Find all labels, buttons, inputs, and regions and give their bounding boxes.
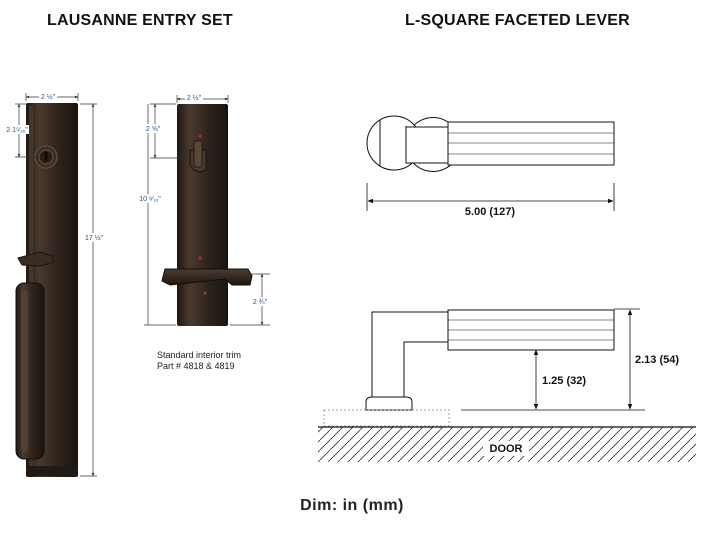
entry-set-dimensions — [15, 93, 97, 477]
interior-trim — [161, 104, 253, 326]
lever-side-view — [365, 309, 615, 411]
lever-length-dimension — [366, 183, 615, 211]
interior-lever — [161, 268, 253, 286]
lever-top-view — [366, 115, 615, 172]
entry-width-dim: 2 ½" — [41, 93, 56, 101]
lever-height-dimensions — [461, 308, 645, 411]
overall-height-value: 2.13 (54) — [635, 354, 679, 366]
trim-top-to-turn-dim: 2 ⅝" — [146, 126, 161, 133]
lever-title: L-SQUARE FACETED LEVER — [405, 12, 630, 29]
door-section — [318, 426, 696, 462]
rose-base-outline — [323, 409, 450, 427]
caption-line-2: Part # 4818 & 4819 — [157, 361, 235, 371]
interior-escutcheon-plate — [177, 104, 228, 326]
trim-lever-drop-dim: 2 ¾" — [253, 299, 268, 306]
trim-width-dim: 2 ½" — [187, 94, 202, 102]
deadbolt-cylinder — [34, 145, 58, 169]
lever-length-value: 5.00 (127) — [465, 206, 515, 218]
door-label: DOOR — [490, 443, 523, 455]
lever-rose — [365, 396, 413, 411]
grip-handle — [15, 282, 45, 460]
interior-trim-caption: Standard interior trim Part # 4818 & 481… — [157, 350, 241, 372]
entry-set-title: LAUSANNE ENTRY SET — [47, 12, 233, 29]
entry-top-to-lock-dim: 2 1⁵⁄₁₆" — [6, 127, 28, 134]
caption-line-1: Standard interior trim — [157, 350, 242, 360]
trim-height-dim: 10 ⁹⁄₁₆" — [139, 196, 161, 203]
lever-height-value: 1.25 (32) — [542, 375, 586, 387]
entry-height-dim: 17 ½" — [85, 234, 104, 242]
units-note: Dim: in (mm) — [300, 497, 404, 514]
entry-set-exterior — [15, 103, 78, 477]
thumb-latch — [17, 251, 55, 267]
